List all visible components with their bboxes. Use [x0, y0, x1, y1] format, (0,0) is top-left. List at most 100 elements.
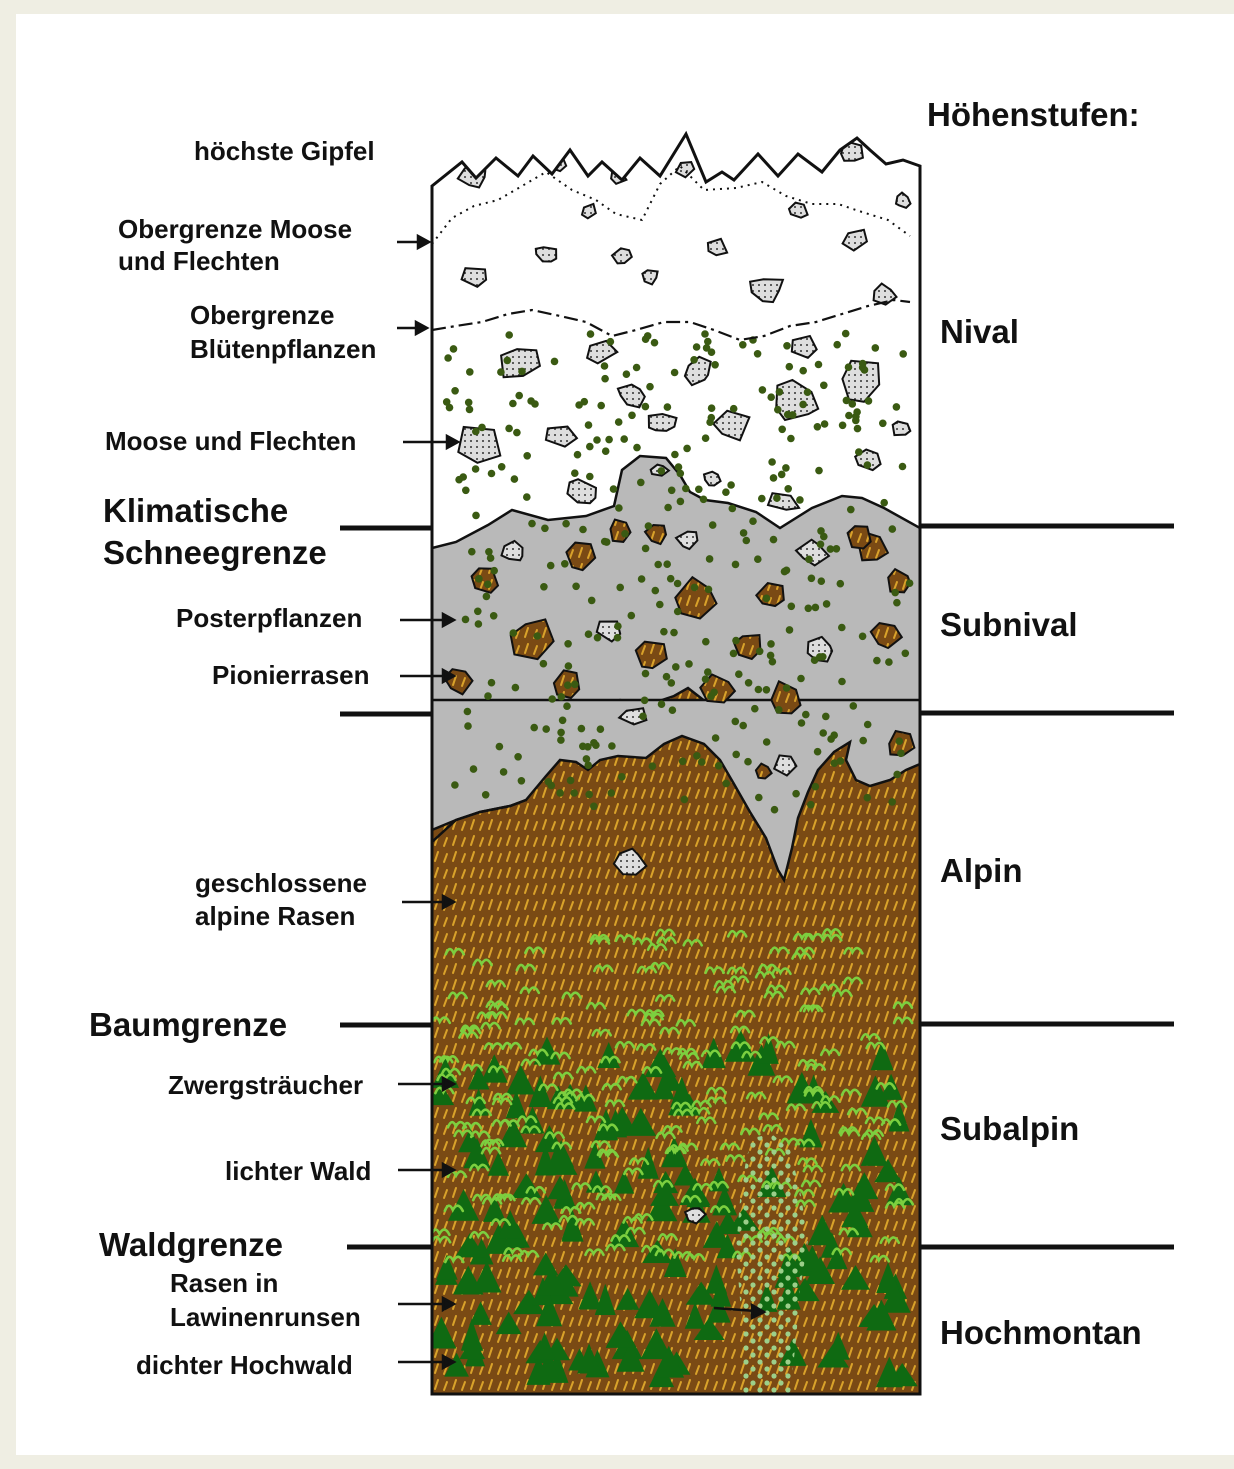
moss-dot: [893, 403, 901, 411]
moss-dot: [893, 599, 901, 607]
moss-dot: [778, 471, 786, 479]
moss-dot: [732, 718, 740, 726]
moss-dot: [701, 330, 709, 338]
rock: [704, 472, 721, 486]
moss-dot: [658, 467, 666, 475]
moss-dot: [451, 387, 459, 395]
moss-dot: [698, 758, 706, 766]
moss-dot: [614, 622, 622, 630]
moss-dot: [847, 506, 855, 514]
moss-dot: [534, 632, 542, 640]
label-klimatische: Klimatische: [103, 492, 288, 529]
label-obergrenze-bluten-2: Blütenpflanzen: [190, 334, 376, 364]
moss-dot: [821, 420, 829, 428]
moss-dot: [842, 330, 850, 338]
moss-dot: [464, 708, 472, 716]
moss-dot: [899, 350, 907, 358]
moss-dot: [864, 461, 872, 469]
label-lichter-wald: lichter Wald: [225, 1156, 371, 1186]
moss-dot: [651, 339, 659, 347]
moss-dot: [796, 496, 804, 504]
moss-dot: [498, 463, 506, 471]
moss-dot: [608, 789, 616, 797]
moss-dot: [514, 753, 522, 761]
moss-dot: [797, 675, 805, 683]
moss-dot: [768, 458, 776, 466]
moss-dot: [756, 648, 764, 656]
zone-nival: Nival: [940, 313, 1019, 350]
moss-dot: [739, 722, 747, 730]
moss-dot: [527, 397, 535, 405]
moss-dot: [787, 435, 795, 443]
moss-dot: [585, 791, 593, 799]
moss-dot: [462, 487, 470, 495]
moss-dot: [633, 444, 641, 452]
moss-dot: [608, 742, 616, 750]
label-moose-flechten: Moose und Flechten: [105, 426, 356, 456]
moss-dot: [518, 368, 526, 376]
moss-dot: [808, 575, 816, 583]
moss-dot: [695, 486, 703, 494]
moss-dot: [581, 398, 589, 406]
moss-dot: [444, 354, 452, 362]
moss-dot: [510, 629, 518, 637]
zone-alpin: Alpin: [940, 852, 1022, 889]
moss-dot: [817, 541, 825, 549]
moss-dot: [897, 750, 905, 758]
label-geschlossene: geschlossene: [195, 868, 367, 898]
label-obergrenze-moose-1: Obergrenze Moose: [118, 214, 352, 244]
moss-dot: [451, 781, 459, 789]
moss-dot: [583, 755, 591, 763]
moss-dot: [792, 790, 800, 798]
zones-title: Höhenstufen:: [927, 96, 1140, 133]
moss-dot: [642, 403, 650, 411]
moss-dot: [811, 656, 819, 664]
moss-dot: [615, 418, 623, 426]
moss-dot: [755, 686, 763, 694]
moss-dot: [770, 474, 778, 482]
moss-dot: [548, 695, 556, 703]
moss-dot: [470, 765, 478, 773]
moss-dot: [564, 640, 572, 648]
moss-dot: [668, 487, 676, 495]
moss-dot: [729, 505, 737, 513]
moss-dot: [778, 426, 786, 434]
label-waldgrenze: Waldgrenze: [99, 1226, 283, 1263]
label-pionierrasen: Pionierrasen: [212, 660, 370, 690]
moss-dot: [727, 481, 735, 489]
moss-dot: [585, 421, 593, 429]
moss-dot: [735, 670, 743, 678]
moss-dot: [853, 408, 861, 416]
moss-dot: [763, 686, 771, 694]
moss-dot: [660, 628, 668, 636]
moss-dot: [859, 737, 867, 745]
moss-dot: [674, 608, 682, 616]
moss-dot: [490, 612, 498, 620]
moss-dot: [743, 537, 751, 545]
moss-dot: [864, 721, 872, 729]
moss-dot: [786, 626, 794, 634]
moss-dot: [732, 751, 740, 759]
moss-dot: [468, 548, 476, 556]
moss-dot: [709, 521, 717, 529]
moss-dot: [708, 404, 716, 412]
moss-dot: [685, 660, 693, 668]
moss-dot: [814, 748, 822, 756]
moss-dot: [645, 522, 653, 530]
moss-dot: [509, 400, 517, 408]
moss-dot: [642, 545, 650, 553]
moss-dot: [551, 358, 559, 366]
moss-dot: [693, 752, 701, 760]
moss-dot: [674, 580, 682, 588]
moss-dot: [614, 634, 622, 642]
moss-dot: [891, 589, 899, 597]
moss-dot: [706, 555, 714, 563]
moss-dot: [682, 485, 690, 493]
moss-dot: [804, 388, 812, 396]
right-labels: Höhenstufen: Nival Subnival Alpin Subalp…: [927, 96, 1142, 1351]
moss-dot: [505, 425, 513, 433]
moss-dot: [505, 331, 513, 339]
moss-dot: [771, 806, 779, 814]
moss-dot: [628, 412, 636, 420]
moss-dot: [462, 616, 470, 624]
